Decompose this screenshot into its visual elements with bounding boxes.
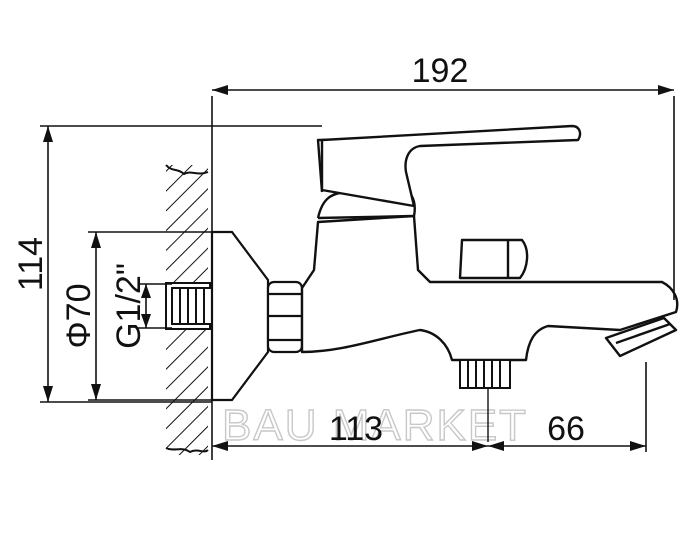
dimension-arrows bbox=[43, 85, 674, 451]
dim-wall-to-outlet: 113 bbox=[329, 410, 383, 448]
dim-height: 114 bbox=[12, 237, 50, 291]
dim-outlet-to-spout: 66 bbox=[547, 410, 585, 448]
outlet-thread bbox=[459, 359, 511, 389]
dim-flange-diameter: Φ70 bbox=[60, 284, 98, 349]
mixer-body bbox=[300, 124, 679, 362]
eccentric-nut bbox=[266, 280, 304, 354]
dim-thread: G1/2" bbox=[110, 263, 148, 349]
wall-flange bbox=[210, 230, 270, 402]
dim-overall-length: 192 bbox=[412, 52, 469, 90]
wall-connector bbox=[171, 287, 213, 325]
dimension-lines bbox=[40, 89, 675, 460]
